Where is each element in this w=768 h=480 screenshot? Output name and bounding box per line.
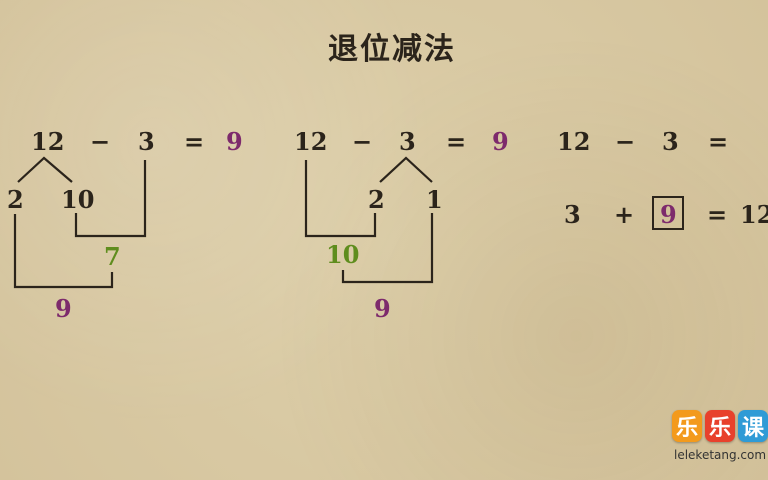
- ex2-partial: 10: [326, 240, 360, 269]
- ex3-subtrahend: 3: [662, 127, 679, 156]
- logo-badge: 乐 乐 课: [672, 410, 768, 444]
- bracket-12-2: [304, 160, 377, 238]
- ex1-equals: =: [184, 127, 205, 156]
- logo-char-1: 乐: [672, 410, 702, 442]
- ex3-addend: 3: [564, 200, 581, 229]
- logo-char-3: 课: [738, 410, 768, 442]
- ex2-subtrahend: 3: [399, 127, 416, 156]
- split-branch-1: [17, 156, 73, 183]
- ex2-split-right: 1: [426, 185, 443, 214]
- logo-char-2: 乐: [705, 410, 735, 442]
- ex1-final: 9: [55, 294, 72, 323]
- bracket-10-3: [74, 160, 147, 238]
- ex1-subtrahend: 3: [138, 127, 155, 156]
- ex2-split-left: 2: [368, 185, 385, 214]
- split-branch-2: [379, 156, 433, 183]
- logo-url: leleketang.com: [674, 448, 767, 462]
- ex3-equals: =: [708, 127, 729, 156]
- lesson-title: 退位减法: [328, 32, 456, 67]
- ex2-equals: =: [446, 127, 467, 156]
- ex1-minuend: 12: [31, 127, 65, 156]
- ex2-minus: −: [352, 127, 373, 156]
- ex2-final: 9: [374, 294, 391, 323]
- ex3-minus: −: [615, 127, 636, 156]
- bracket-2-7: [13, 214, 114, 289]
- ex1-minus: −: [90, 127, 111, 156]
- ex2-result: 9: [492, 127, 509, 156]
- ex1-partial: 7: [104, 242, 121, 271]
- leleketang-logo: 乐 乐 课 leleketang.com: [668, 408, 768, 470]
- ex3-boxed-answer: 9: [660, 200, 677, 229]
- ex3-equals2: =: [707, 200, 728, 229]
- ex3-sum: 12: [740, 200, 768, 229]
- ex3-minuend: 12: [557, 127, 591, 156]
- ex1-result: 9: [226, 127, 243, 156]
- ex1-split-left: 2: [7, 185, 24, 214]
- ex1-split-right: 10: [61, 185, 95, 214]
- ex2-minuend: 12: [294, 127, 328, 156]
- answer-box: [652, 196, 684, 230]
- bracket-10-1: [341, 213, 434, 284]
- ex3-plus: +: [614, 200, 635, 229]
